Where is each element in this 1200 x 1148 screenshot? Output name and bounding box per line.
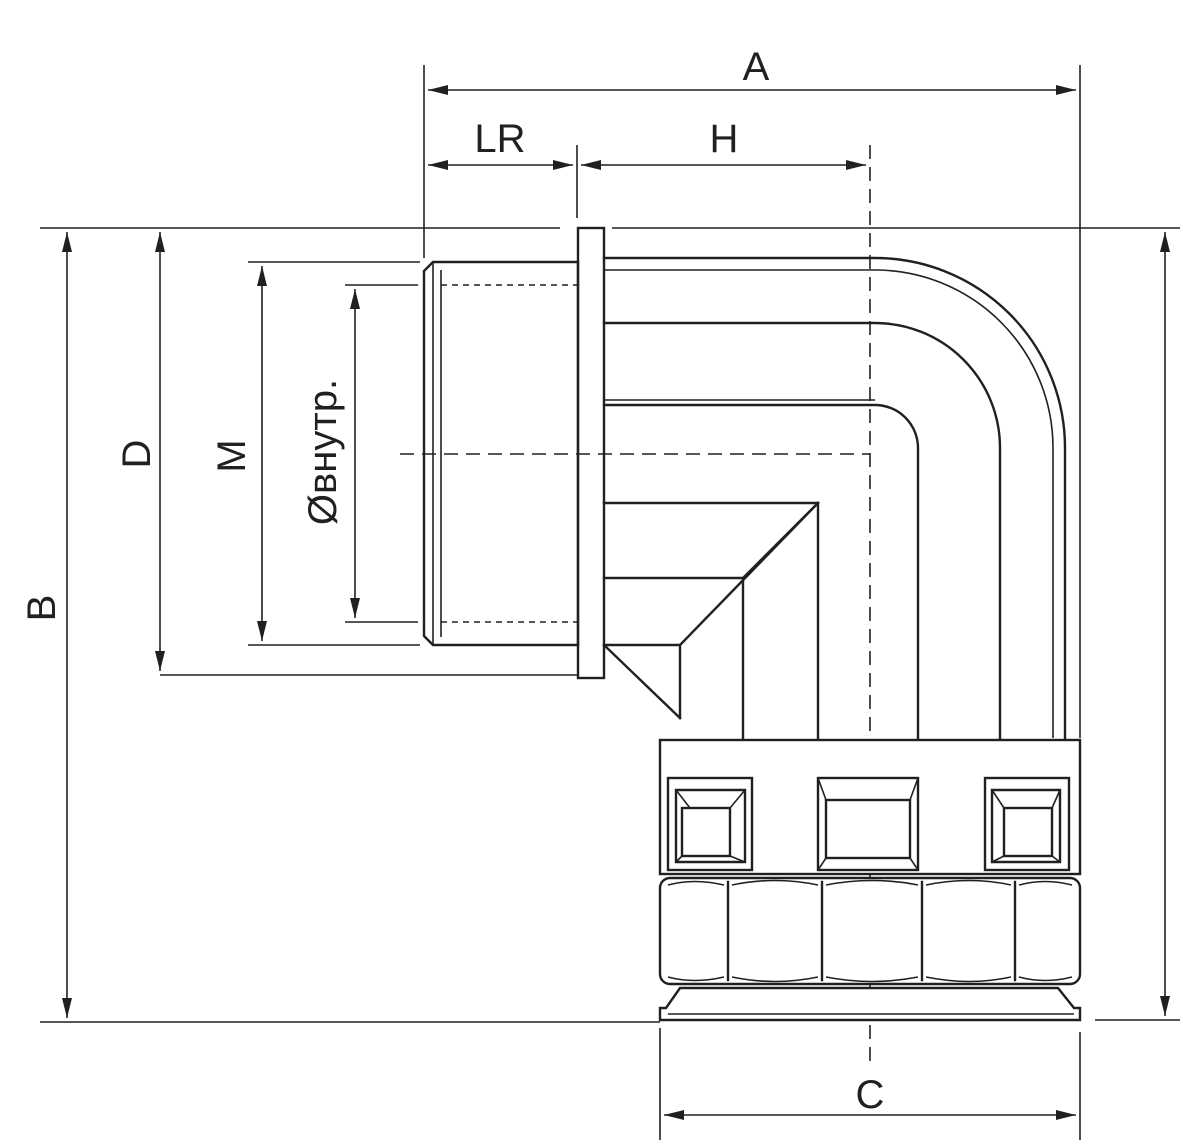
label-a: A — [743, 45, 770, 89]
label-d: D — [115, 440, 159, 469]
label-h: H — [710, 117, 739, 161]
center-lines — [400, 145, 871, 1065]
elbow-body — [602, 256, 1067, 780]
label-lr: LR — [474, 117, 525, 161]
label-m: M — [210, 439, 254, 472]
dimension-lines — [62, 85, 1170, 1120]
extension-lines — [40, 65, 1180, 1140]
bottom-ferrule — [658, 986, 1082, 1022]
label-b: B — [20, 595, 64, 622]
hex-nut — [658, 876, 1082, 986]
label-inner-diameter: Øвнутр. — [301, 379, 345, 525]
flange — [576, 226, 606, 680]
label-c: C — [856, 1073, 885, 1117]
union-housing — [658, 738, 1082, 876]
